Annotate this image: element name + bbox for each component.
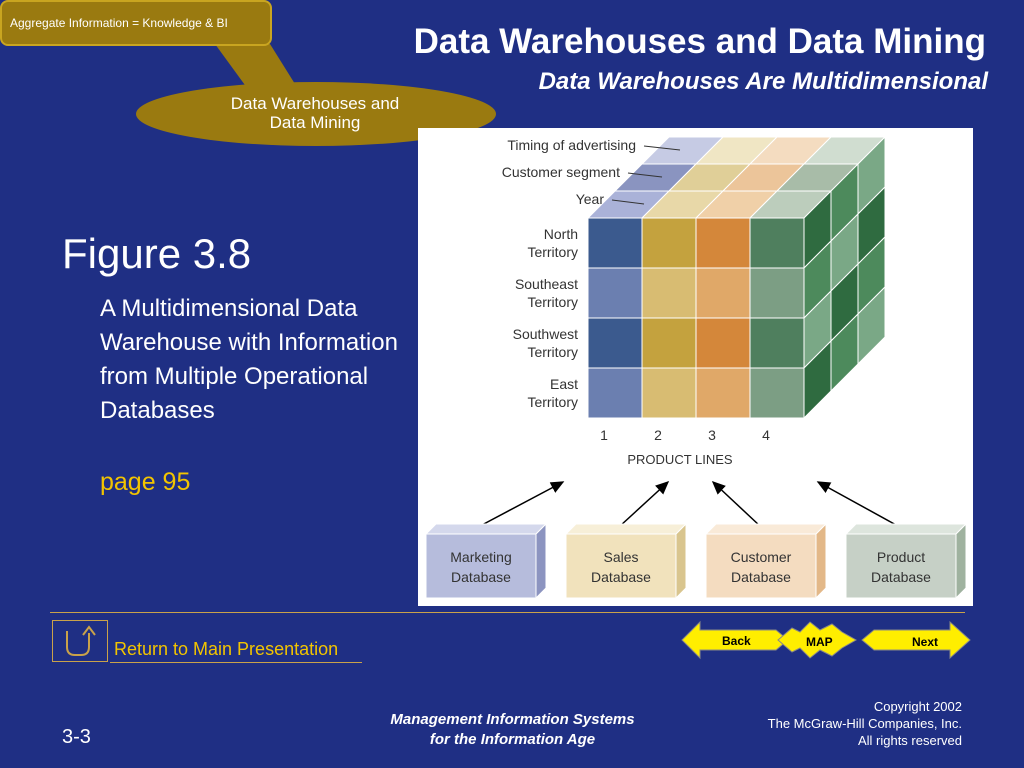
database-box-front bbox=[565, 533, 677, 599]
territory-label: Southeast bbox=[515, 276, 578, 292]
topic-tag-label: Aggregate Information = Knowledge & BI bbox=[10, 16, 228, 30]
u-turn-icon bbox=[66, 625, 96, 656]
return-link-underline bbox=[110, 662, 362, 663]
book-title-line-2: for the Information Age bbox=[429, 731, 596, 748]
book-title-line-1: Management Information Systems bbox=[390, 711, 635, 728]
next-button-label: Next bbox=[912, 635, 938, 649]
return-to-main-link[interactable]: Return to Main Presentation bbox=[114, 639, 339, 659]
cube-front-cell bbox=[587, 217, 643, 269]
database-arrow bbox=[619, 480, 670, 527]
database-box-side bbox=[535, 522, 547, 600]
slide-number: 3-3 bbox=[62, 726, 91, 748]
callout-text: Data Warehouses and Data Mining bbox=[140, 94, 490, 132]
product-lines-axis-label: PRODUCT LINES bbox=[627, 452, 733, 467]
database-box-top bbox=[564, 523, 688, 535]
callout-line-1: Data Warehouses and bbox=[230, 94, 400, 113]
cube-front-cell bbox=[749, 267, 805, 319]
cube-front-cell bbox=[641, 317, 697, 369]
database-box-label: Marketing bbox=[450, 549, 511, 565]
database-arrow bbox=[711, 480, 761, 527]
slide-title: Data Warehouses and Data Mining bbox=[413, 22, 986, 61]
callout-balloon bbox=[136, 44, 496, 146]
territory-label: North bbox=[544, 226, 578, 242]
database-box-label: Product bbox=[877, 549, 925, 565]
territory-label: Territory bbox=[527, 344, 578, 360]
database-box-side bbox=[675, 522, 687, 600]
database-box-label: Customer bbox=[731, 549, 792, 565]
database-box-label: Database bbox=[731, 569, 791, 585]
territory-label: Territory bbox=[527, 244, 578, 260]
database-box-top bbox=[704, 523, 828, 535]
database-box-side bbox=[815, 522, 827, 600]
copyright-line-3: All rights reserved bbox=[857, 733, 962, 748]
back-button-label: Back bbox=[722, 634, 751, 648]
database-arrow bbox=[816, 481, 899, 527]
cube-front-cell bbox=[641, 217, 697, 269]
copyright-line-1: Copyright 2002 bbox=[873, 699, 962, 714]
cube-front-cell bbox=[695, 217, 751, 269]
copyright-line-2: The McGraw-Hill Companies, Inc. bbox=[767, 716, 962, 731]
nav-buttons: Back MAP Next bbox=[681, 620, 971, 660]
product-line-label: 1 bbox=[600, 427, 608, 443]
page-reference: page 95 bbox=[100, 468, 191, 496]
database-box-label: Database bbox=[451, 569, 511, 585]
database-box-label: Sales bbox=[603, 549, 638, 565]
cube-front-cell bbox=[587, 367, 643, 419]
dimension-label: Customer segment bbox=[502, 164, 620, 180]
database-box-front bbox=[845, 533, 957, 599]
topic-tag: Aggregate Information = Knowledge & BI bbox=[0, 0, 272, 46]
cube-front-cell bbox=[749, 367, 805, 419]
database-box-label: Database bbox=[591, 569, 651, 585]
dimension-leader-line bbox=[611, 199, 645, 205]
cube-front-cell bbox=[587, 317, 643, 369]
territory-label: East bbox=[550, 376, 578, 392]
database-box-top bbox=[424, 523, 548, 535]
cube-front-cell bbox=[641, 267, 697, 319]
next-button[interactable]: Next bbox=[861, 620, 971, 660]
database-box-top bbox=[844, 523, 968, 535]
callout-ellipse bbox=[136, 82, 496, 146]
callout-line-2: Data Mining bbox=[269, 113, 361, 132]
cube-front-cell bbox=[749, 217, 805, 269]
territory-label: Territory bbox=[527, 394, 578, 410]
product-line-label: 2 bbox=[654, 427, 662, 443]
database-box-front bbox=[705, 533, 817, 599]
cube-front-cell bbox=[587, 267, 643, 319]
map-button[interactable]: MAP bbox=[777, 621, 858, 659]
database-box-side bbox=[955, 522, 967, 600]
territory-label: Southwest bbox=[513, 326, 578, 342]
slide-subtitle: Data Warehouses Are Multidimensional bbox=[538, 68, 988, 95]
cube-front-cell bbox=[695, 367, 751, 419]
return-icon[interactable] bbox=[52, 620, 108, 662]
database-box-label: Database bbox=[871, 569, 931, 585]
territory-label: Territory bbox=[527, 294, 578, 310]
dimension-label: Timing of advertising bbox=[507, 137, 636, 153]
cube-front-cell bbox=[695, 317, 751, 369]
figure-description: A Multidimensional Data Warehouse with I… bbox=[100, 295, 398, 424]
map-button-label: MAP bbox=[806, 635, 833, 649]
figure-heading: Figure 3.8 bbox=[62, 230, 252, 277]
database-arrow bbox=[479, 481, 565, 527]
database-box-front bbox=[425, 533, 537, 599]
copyright-notice: Copyright 2002 The McGraw-Hill Companies… bbox=[768, 698, 962, 749]
callout-pointer bbox=[215, 44, 300, 92]
cube-front-cell bbox=[695, 267, 751, 319]
book-title: Management Information Systems for the I… bbox=[360, 710, 665, 750]
product-line-label: 4 bbox=[762, 427, 770, 443]
product-line-label: 3 bbox=[708, 427, 716, 443]
dimension-label: Year bbox=[576, 191, 605, 207]
back-button[interactable]: Back bbox=[681, 620, 789, 660]
footer-divider bbox=[50, 612, 965, 613]
cube-front-cell bbox=[749, 317, 805, 369]
dimension-leader-line bbox=[627, 172, 663, 178]
dimension-leader-line bbox=[643, 145, 681, 151]
cube-front-cell bbox=[641, 367, 697, 419]
